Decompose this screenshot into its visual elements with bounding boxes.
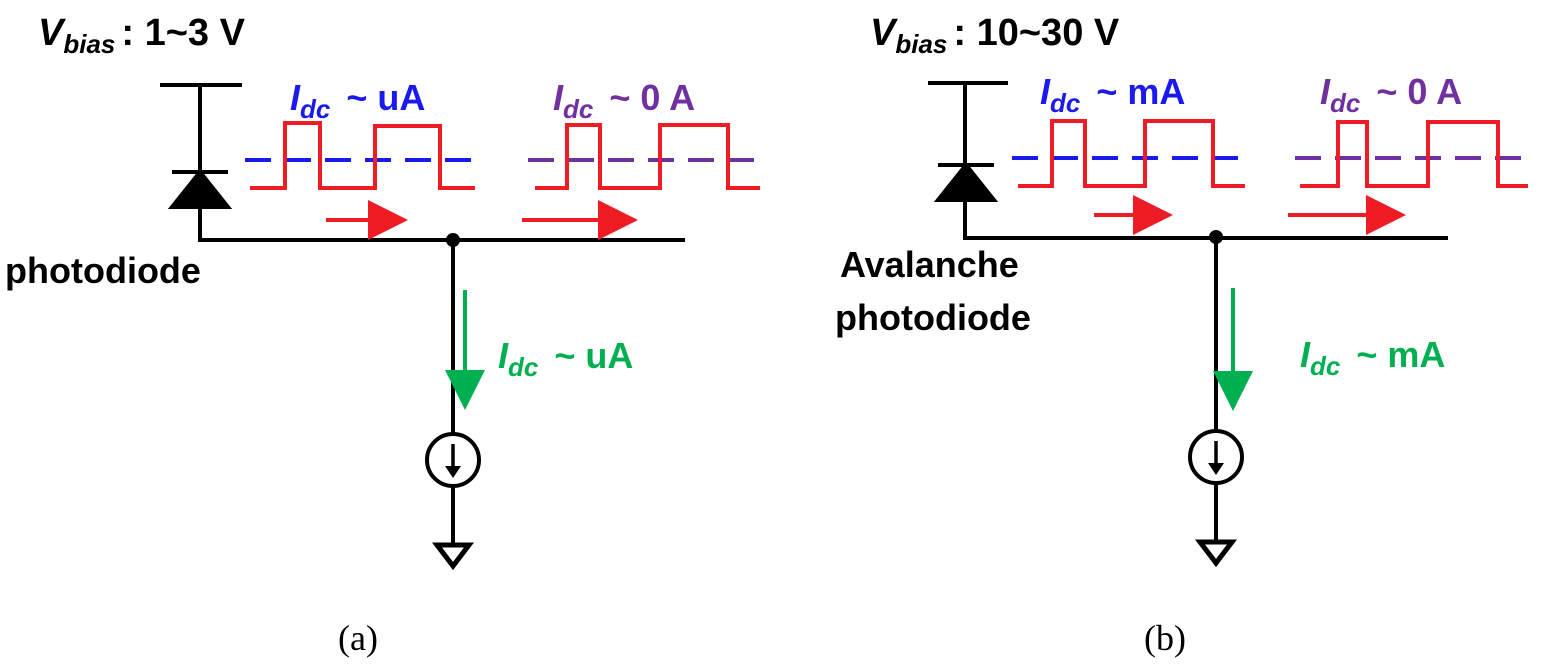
- pulse-train-1: [245, 121, 478, 190]
- signal-pulses: [1300, 120, 1528, 188]
- idc-blue-label: Idc ~ mA: [1040, 71, 1185, 118]
- current-source-symbol: [1188, 429, 1244, 542]
- device-label: photodiode: [835, 297, 1031, 338]
- photodiode-symbol: [160, 83, 685, 242]
- caption-b: (b): [1144, 618, 1186, 658]
- panel-b: Vbias: 10~30 V Avalanche photodiode Idc …: [835, 12, 1528, 658]
- device-label: photodiode: [5, 250, 201, 291]
- pulse-train-1: [1012, 119, 1245, 188]
- pulse-train-2: [528, 123, 762, 190]
- idc-purple-label: Idc ~ 0 A: [1320, 71, 1462, 118]
- idc-green-label: Idc ~ mA: [1300, 334, 1445, 381]
- device-label: Avalanche: [840, 244, 1019, 285]
- vbias-label: Vbias: 1~3 V: [38, 12, 246, 59]
- idc-green-label: Idc ~ uA: [498, 335, 633, 382]
- idc-purple-label: Idc ~ 0 A: [553, 77, 695, 124]
- signal-pulses: [1018, 119, 1245, 188]
- ground-symbol: [1194, 539, 1238, 568]
- ground-symbol: [431, 542, 475, 571]
- signal-pulses: [535, 123, 760, 190]
- idc-blue-label: Idc ~ uA: [290, 77, 425, 124]
- current-source-symbol: [425, 432, 481, 545]
- panel-a: Vbias: 1~3 V photodiode Idc ~ uA Idc ~ 0…: [5, 12, 762, 658]
- avalanche-photodiode-symbol: [928, 81, 1448, 240]
- caption-a: (a): [338, 618, 378, 658]
- pulse-train-2: [1295, 120, 1528, 188]
- signal-pulses: [250, 121, 475, 190]
- vbias-label: Vbias: 10~30 V: [870, 12, 1120, 59]
